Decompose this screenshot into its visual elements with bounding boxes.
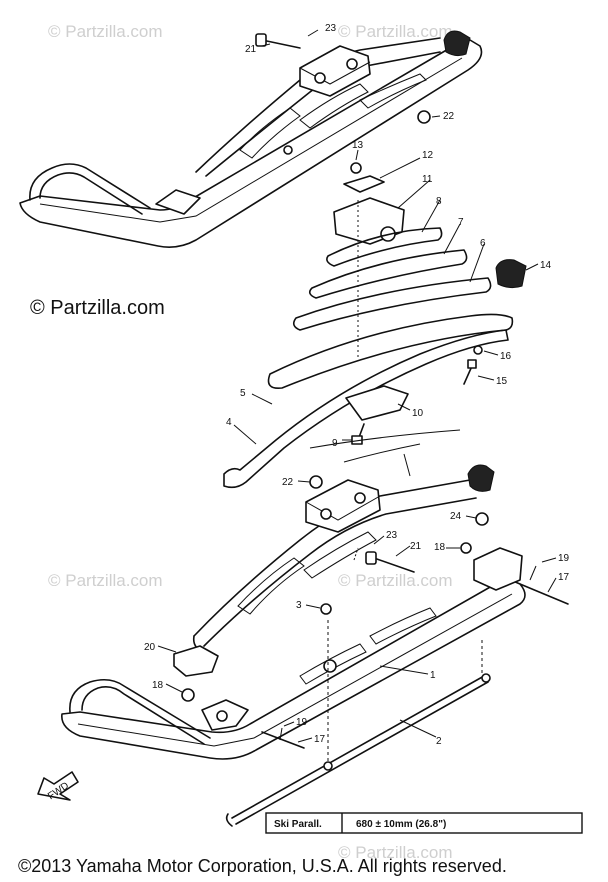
callout-20: 20: [144, 642, 156, 653]
callout-8: 8: [436, 196, 442, 207]
nut-13: [350, 162, 362, 174]
callout-23: 23: [325, 23, 337, 34]
spec-table: Ski Parall. 680 ± 10mm (26.8"): [265, 812, 583, 834]
leader-lines: [157, 29, 557, 743]
main-leaf-4: [223, 329, 509, 489]
callout-4: 4: [226, 417, 232, 428]
watermark-mid-left: © Partzilla.com: [48, 571, 163, 590]
callout-18: 18: [434, 542, 446, 553]
spec-label: Ski Parall.: [274, 819, 322, 830]
callout-22: 22: [443, 111, 455, 122]
callout-2: 2: [436, 736, 442, 747]
callout-3: 3: [296, 600, 302, 611]
callout-19: 19: [558, 553, 570, 564]
spec-value: 680 ± 10mm (26.8"): [356, 819, 446, 830]
watermark-main: © Partzilla.com: [30, 297, 165, 319]
leaf-6: [292, 277, 492, 331]
exploded-parts: [223, 162, 527, 489]
callout-9: 9: [332, 438, 338, 449]
bracket-10: [345, 385, 409, 421]
callout-17-lower: 17: [314, 734, 326, 745]
watermark-mid-right: © Partzilla.com: [338, 571, 453, 590]
callout-13: 13: [352, 140, 364, 151]
leaf-7: [308, 249, 468, 299]
copyright-notice: ©2013 Yamaha Motor Corporation, U.S.A. A…: [18, 856, 507, 876]
callout-21-lower: 21: [410, 541, 422, 552]
callout-16: 16: [500, 351, 512, 362]
watermark-top-right: © Partzilla.com: [338, 22, 453, 41]
callout-17: 17: [558, 572, 570, 583]
callout-15: 15: [496, 376, 508, 387]
callout-14: 14: [540, 260, 552, 271]
callout-21: 21: [245, 44, 257, 55]
damper-14: [495, 259, 527, 289]
watermark-top-left: © Partzilla.com: [48, 22, 163, 41]
callout-11: 11: [422, 174, 433, 185]
leaf-8: [326, 227, 443, 267]
callout-7: 7: [458, 217, 464, 228]
callout-24: 24: [450, 511, 462, 522]
callout-5: 5: [240, 388, 246, 399]
callout-12: 12: [422, 150, 434, 161]
bottom-ski-assembly: [61, 464, 569, 827]
watermark-bottom-right: © Partzilla.com: [338, 843, 453, 862]
plate-12: [343, 175, 385, 193]
callout-6: 6: [480, 238, 486, 249]
callout-numbers: 23 21 22 13 12 11 8 7 6 14 16 15 5 10 4 …: [144, 23, 570, 747]
callout-18-lower: 18: [152, 680, 164, 691]
callout-19-lower: 19: [296, 717, 308, 728]
callout-1: 1: [430, 670, 436, 681]
top-ski-assembly: [19, 30, 483, 248]
leaf-5: [267, 313, 514, 390]
callout-23-lower: 23: [386, 530, 398, 541]
callout-10: 10: [412, 408, 424, 419]
callout-22-lower: 22: [282, 477, 294, 488]
forward-arrow: FWD: [37, 771, 79, 802]
